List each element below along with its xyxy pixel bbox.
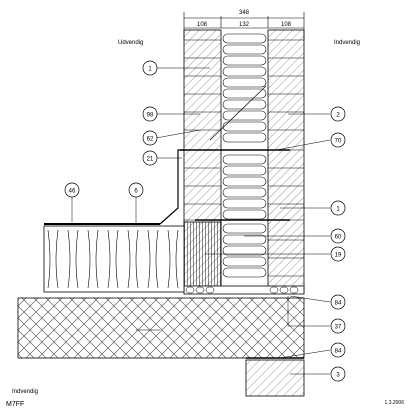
svg-text:46: 46 — [69, 189, 76, 195]
svg-text:2: 2 — [336, 113, 340, 119]
dim-right: 108 — [281, 22, 292, 28]
callout-1b: 1 — [330, 200, 346, 216]
zone-outside: Udvendig — [118, 40, 143, 46]
dim-middle: 132 — [239, 22, 250, 28]
callout-60: 60 — [330, 228, 346, 244]
zone-inside-top: Indvendig — [334, 40, 360, 46]
callout-19: 19 — [330, 246, 346, 262]
svg-text:3: 3 — [336, 373, 340, 379]
callout-70: 70 — [330, 132, 346, 148]
dim-total: 348 — [239, 10, 250, 16]
callout-2: 2 — [330, 106, 346, 122]
dim-left: 108 — [197, 22, 208, 28]
dimension-line — [183, 12, 305, 40]
leader-lines — [71, 67, 331, 375]
svg-text:6: 6 — [134, 189, 138, 195]
svg-text:19: 19 — [335, 253, 342, 259]
callout-6: 6 — [128, 182, 144, 198]
drawing-date: 1.3.2006 — [385, 400, 405, 406]
cavity-insulation — [222, 33, 267, 278]
base-blocks — [185, 286, 299, 294]
roof-insulation — [43, 225, 185, 293]
callout-62: 62 — [142, 130, 158, 146]
callout-37: 37 — [330, 318, 346, 334]
callout-84b: 84 — [330, 342, 346, 358]
svg-text:60: 60 — [335, 235, 342, 241]
svg-text:1: 1 — [336, 207, 340, 213]
callout-84a: 84 — [330, 294, 346, 310]
svg-text:84: 84 — [335, 349, 342, 355]
inner-brick-leaf — [267, 29, 305, 293]
svg-text:70: 70 — [335, 139, 342, 145]
wall-ties — [180, 149, 290, 221]
concrete-slab — [17, 297, 305, 359]
callout-3: 3 — [330, 366, 346, 382]
roof-upstand — [159, 149, 184, 225]
zone-inside-bottom: Indvendig — [12, 389, 38, 395]
callout-46: 46 — [64, 182, 80, 198]
ceiling-board — [245, 359, 305, 397]
svg-text:62: 62 — [147, 137, 154, 143]
callout-1a: 1 — [142, 60, 158, 76]
svg-text:1: 1 — [148, 67, 152, 73]
svg-text:98: 98 — [147, 113, 154, 119]
diagonal-tie — [209, 85, 267, 141]
drawing-code: M7FF — [6, 401, 24, 408]
svg-text:21: 21 — [147, 157, 154, 163]
callout-21: 21 — [142, 150, 158, 166]
callout-98: 98 — [142, 106, 158, 122]
svg-text:84: 84 — [335, 301, 342, 307]
wall-foot-block — [183, 221, 222, 289]
svg-text:37: 37 — [335, 325, 342, 331]
